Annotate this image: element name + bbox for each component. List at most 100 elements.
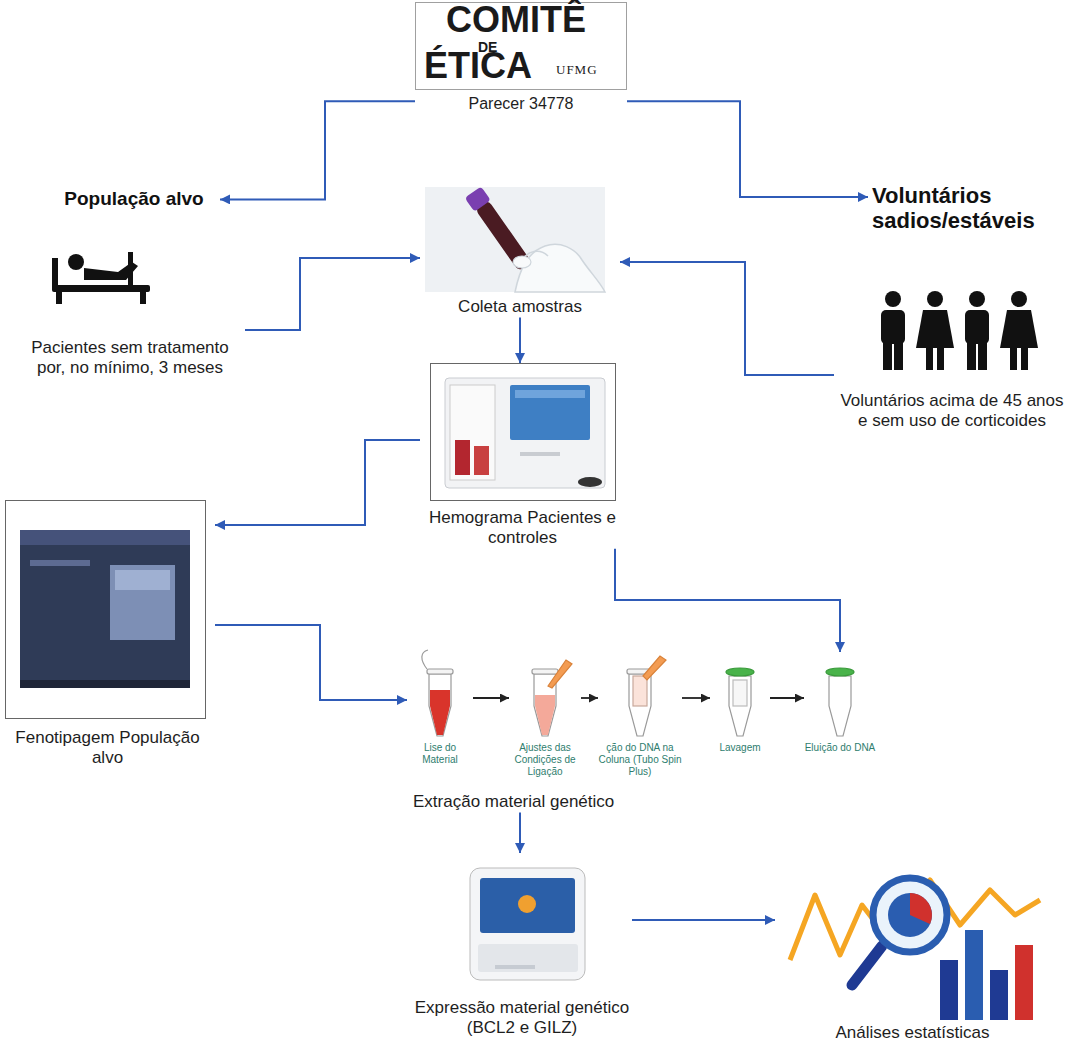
- step-caption: Fenotipagem População alvo: [0, 728, 215, 769]
- group-title: População alvo: [48, 188, 220, 211]
- extraction-tubes-part: [422, 650, 428, 669]
- volunteers-icon-part: [978, 340, 987, 370]
- patient-group: Pacientes sem tratamento por, no mínimo,…: [15, 238, 245, 379]
- flow-cytometer-part: [20, 530, 190, 545]
- statistics-icon-part: [990, 970, 1008, 1020]
- volunteers-icon-part: [883, 340, 892, 370]
- hematology-analyzer-part: [515, 390, 585, 398]
- extraction-tubes-part: [643, 656, 666, 680]
- volunteers-icon-part: [965, 310, 989, 344]
- statistics-icon: [790, 878, 1040, 1020]
- extraction-substep: Ajustes das Condições de Ligação: [509, 652, 581, 778]
- flow-arrow: [615, 549, 840, 652]
- logo-text: ÉTICA: [424, 48, 532, 84]
- patient-bed-icon-part: [68, 254, 84, 270]
- step-caption: Extração material genético: [405, 792, 895, 812]
- flow-arrow: [620, 262, 834, 375]
- extraction-tubes: [422, 650, 854, 736]
- hematology-analyzer-part: [510, 385, 590, 440]
- statistics-icon-part: [940, 960, 958, 1020]
- patient-bed-icon-part: [128, 252, 133, 286]
- sample-collection-step: Coleta amostras: [420, 185, 620, 317]
- flow-arrow: [627, 101, 868, 197]
- extraction-tubes-part: [548, 660, 572, 688]
- qpcr-instrument-part: [480, 878, 575, 933]
- step-caption: Coleta amostras: [420, 297, 620, 317]
- patient-bed-icon-part: [52, 285, 150, 292]
- volunteer-group: Voluntários acima de 45 anos e sem uso d…: [834, 283, 1070, 432]
- extraction-tubes-part: [427, 669, 453, 674]
- flow-cytometer-part: [115, 570, 170, 590]
- extraction-substep: Eluição do DNA: [804, 652, 876, 754]
- blood-tube-photo: [425, 186, 605, 292]
- patient-bed-icon: [52, 252, 150, 304]
- extraction-substep: Lavagem: [710, 652, 770, 754]
- step-caption: Expressão material genético (BCL2 e GILZ…: [412, 998, 632, 1039]
- hematology-analyzer-part: [520, 452, 560, 456]
- step-caption: Ajustes das Condições de Ligação: [509, 742, 581, 778]
- step-caption: Lavagem: [710, 742, 770, 754]
- statistics-step: Análises estatísticas: [775, 860, 1050, 1043]
- qpcr-instrument: [470, 868, 585, 980]
- flow-arrow: [682, 697, 710, 699]
- extraction-tubes-part: [429, 674, 451, 736]
- extraction-tubes-part: [829, 676, 851, 736]
- volunteers-icon-part: [969, 291, 985, 307]
- ethics-committee-logo: COMITÊDEÉTICAUFMGParecer 34778: [415, 2, 627, 113]
- extraction-tubes-part: [726, 668, 754, 676]
- step-caption: Pacientes sem tratamento por, no mínimo,…: [15, 338, 245, 379]
- volunteers-icon-part: [967, 340, 976, 370]
- flow-cytometer-part: [20, 680, 190, 688]
- patient-bed-icon-part: [52, 258, 58, 288]
- statistics-icon-part: [873, 878, 947, 952]
- flow-arrow: [473, 697, 509, 699]
- volunteers-icon-part: [916, 310, 954, 348]
- qpcr-instrument-part: [518, 895, 536, 913]
- extraction-tubes-part: [430, 690, 450, 735]
- statistics-icon-part: [852, 946, 882, 985]
- volunteers-icon-part: [881, 310, 905, 344]
- step-caption: Voluntários acima de 45 anos e sem uso d…: [834, 391, 1070, 432]
- extraction-tubes-part: [629, 674, 651, 736]
- volunteers-icon-part: [937, 346, 944, 370]
- patient-bed-icon-part: [140, 291, 146, 304]
- step-caption: Lise do Material: [407, 742, 473, 766]
- flow-cytometer-part: [110, 565, 175, 640]
- volunteers-icon-part: [926, 346, 933, 370]
- extraction-tubes-part: [729, 676, 751, 736]
- extraction-step: Extração material genético Lise do Materi…: [405, 652, 895, 812]
- flow-arrow: [215, 625, 407, 700]
- blood-tube-photo-part: [513, 256, 531, 268]
- approval-number: Parecer 34778: [415, 90, 627, 113]
- blood-tube-photo-part: [425, 187, 605, 292]
- group-heading: Voluntários sadios/estáveis: [868, 183, 1068, 234]
- statistics-icon-part: [965, 930, 983, 1020]
- volunteers-icon-part: [1021, 346, 1028, 370]
- hematology-analyzer-part: [431, 364, 616, 501]
- logo-frame: COMITÊDEÉTICAUFMG: [415, 2, 627, 90]
- hematology-analyzer-part: [450, 385, 495, 480]
- qpcr-instrument-part: [478, 944, 578, 972]
- extraction-substep: Lise do Material: [407, 652, 473, 766]
- step-caption: ção do DNA na Coluna (Tubo Spin Plus): [598, 742, 682, 778]
- flow-arrow: [220, 101, 415, 199]
- flow-cytometer-part: [6, 501, 206, 719]
- statistics-icon-part: [1015, 945, 1033, 1020]
- flow-arrow: [519, 812, 521, 853]
- blood-tube-photo-part: [515, 244, 605, 292]
- extraction-tubes-part: [535, 695, 555, 735]
- blood-tube-photo-part-part: [465, 186, 491, 211]
- flow-cytometer-part: [30, 560, 90, 566]
- extraction-tubes-part: [532, 669, 558, 674]
- flow-arrow: [632, 919, 775, 921]
- extraction-tubes-part: [826, 668, 854, 676]
- flow-cytometer: [6, 501, 206, 719]
- volunteers-icon-part: [1010, 346, 1017, 370]
- flow-cytometer-part: [20, 545, 190, 680]
- volunteers-icon-part: [1000, 310, 1038, 348]
- hematology-analyzer-part: [578, 477, 602, 487]
- blood-count-step: Hemograma Pacientes e controles: [420, 363, 625, 549]
- phenotyping-step: Fenotipagem População alvo: [0, 500, 215, 769]
- patient-bed-icon-part: [56, 291, 62, 304]
